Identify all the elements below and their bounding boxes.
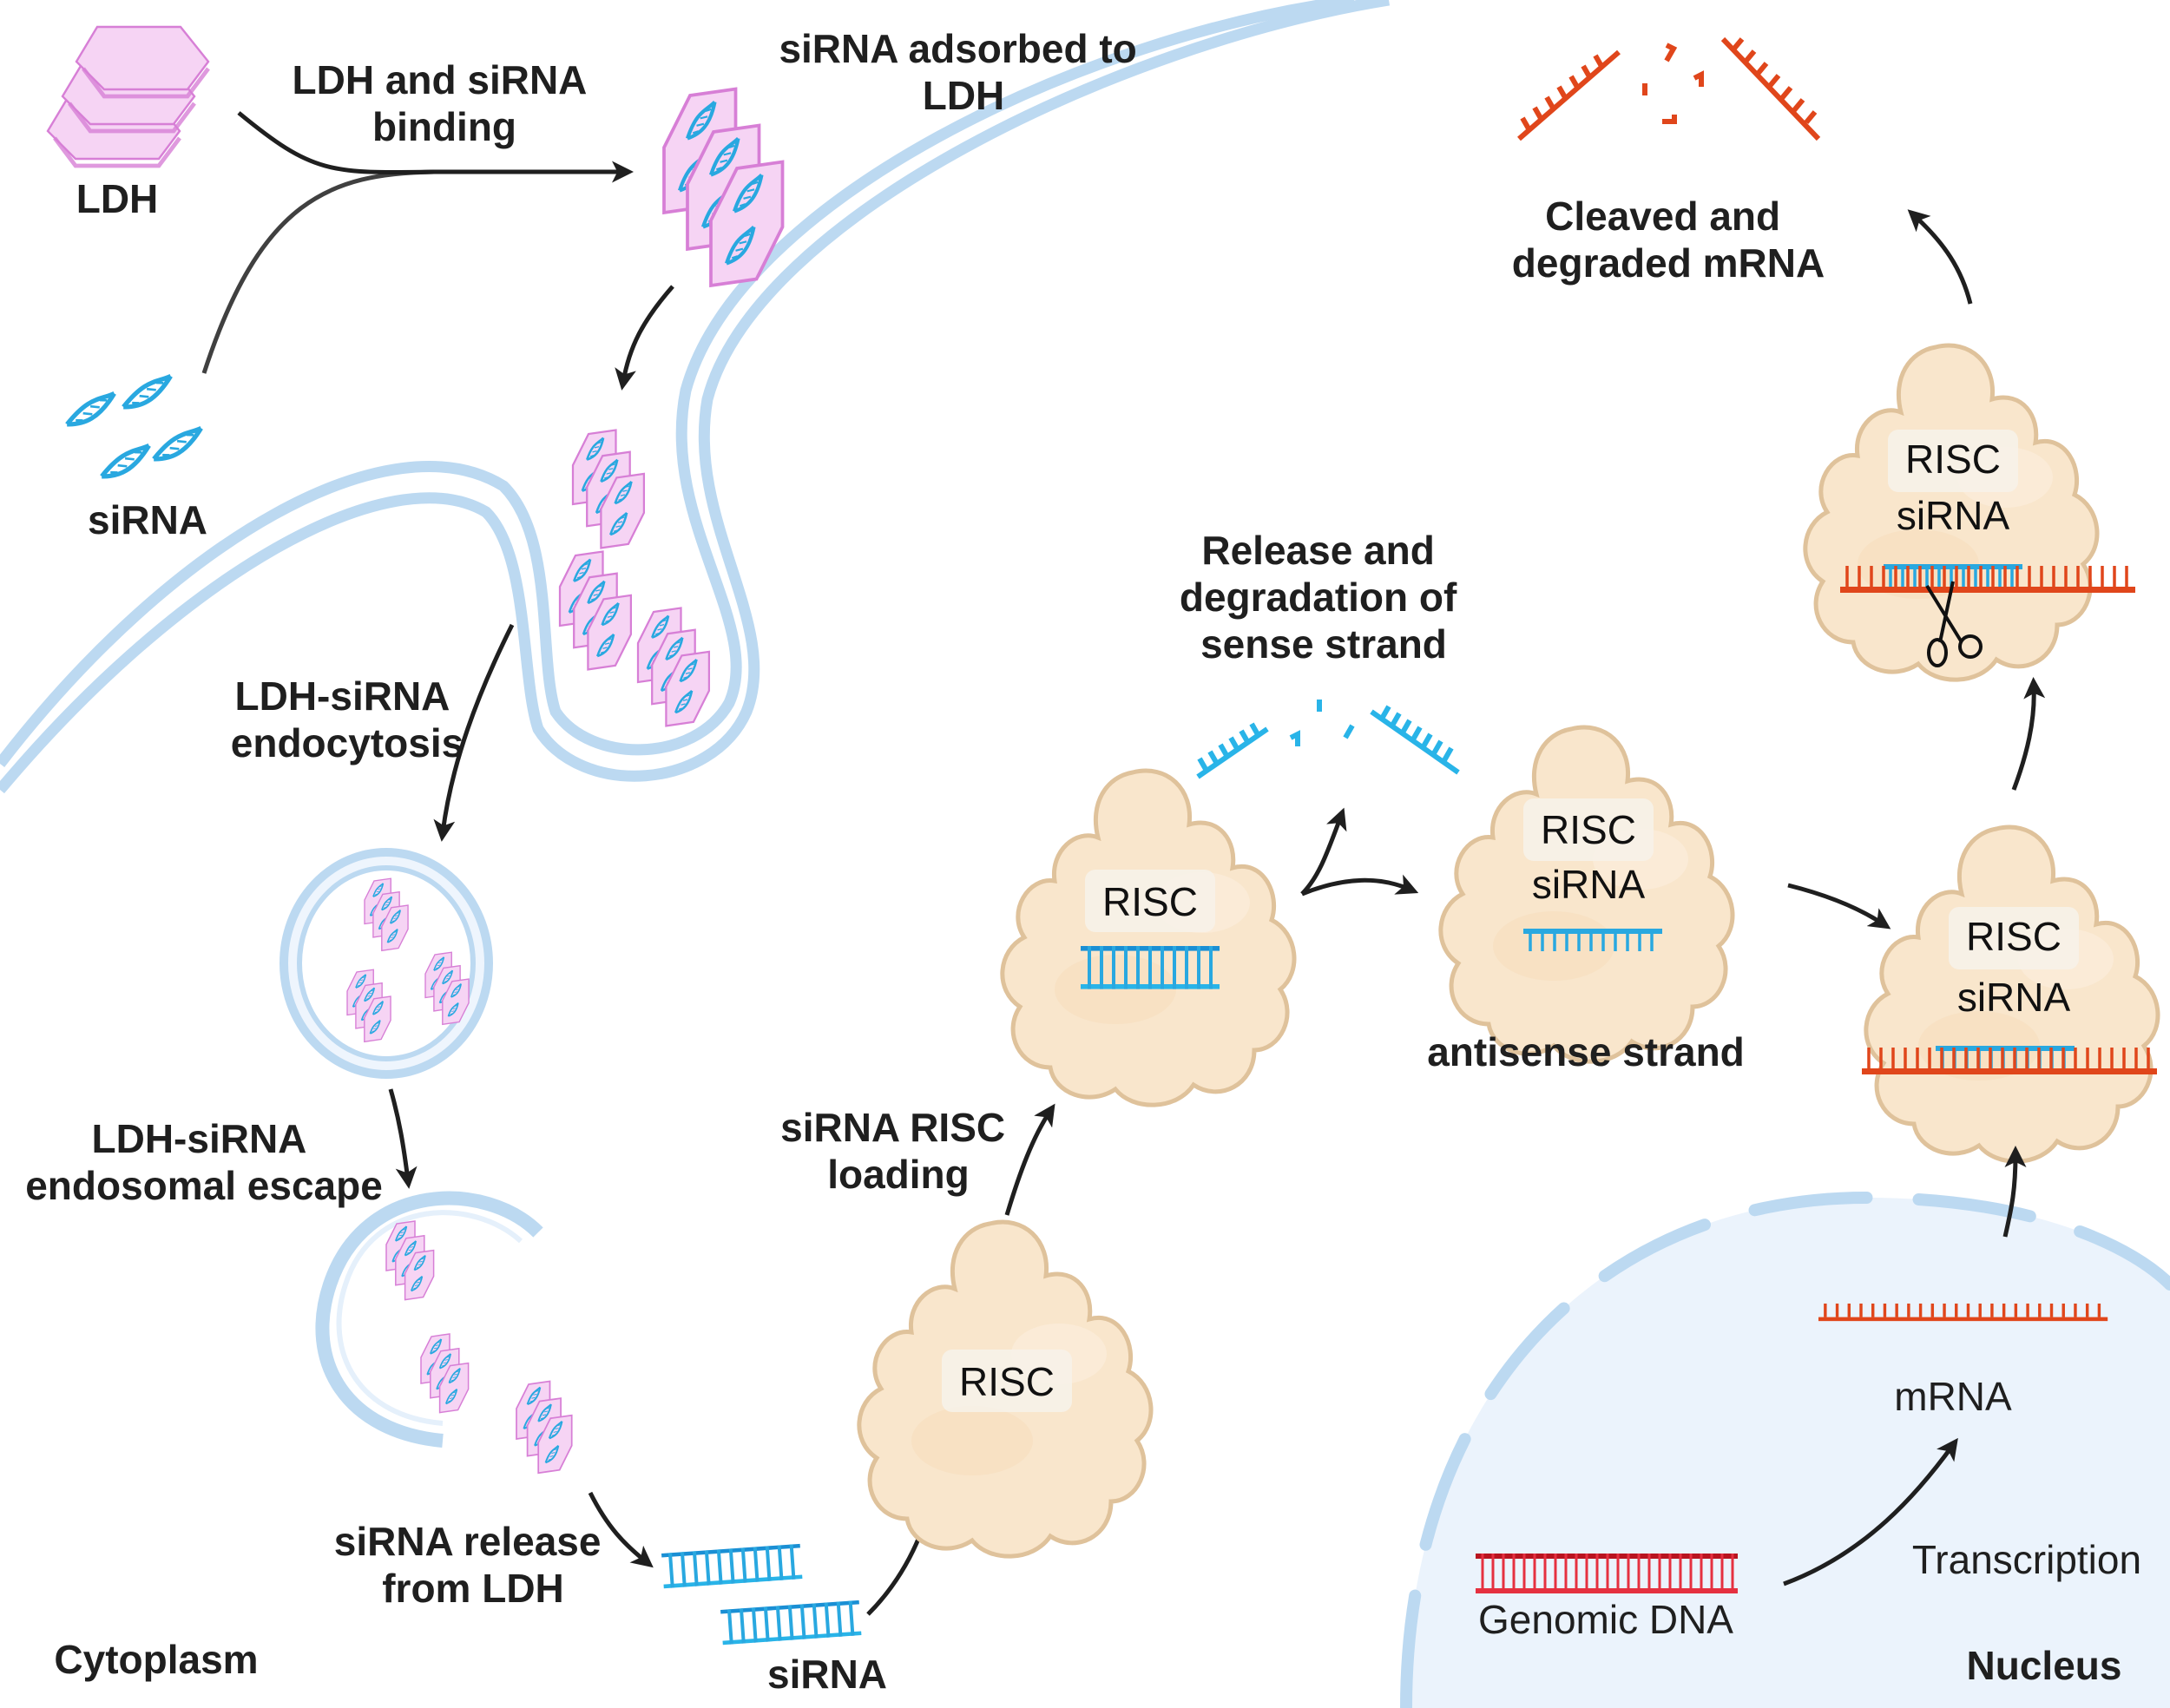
risc-antisense: RISC siRNA: [1441, 727, 1733, 1061]
svg-text:RISC: RISC: [1905, 437, 2001, 482]
cleaved-label: Cleaved and degraded mRNA: [1512, 194, 1825, 286]
endosome: [279, 848, 493, 1079]
svg-text:siRNA: siRNA: [1957, 975, 2071, 1020]
binding-label: LDH and siRNA binding: [293, 57, 597, 149]
sirna-binding-arrow: [201, 169, 435, 374]
sense-release-arrow: [1300, 807, 1347, 896]
svg-text:siRNA: siRNA: [1897, 493, 2010, 538]
cleaved-mrna: [1517, 36, 1821, 141]
risc-duplex: RISC: [1003, 771, 1294, 1105]
export-arrow: [2002, 1146, 2027, 1238]
antisense-arrow: [1301, 874, 1419, 897]
cleavage-arrow: [2011, 677, 2046, 791]
adsorbed-to-pocket-arrow: [615, 285, 674, 391]
genomic-dna-label: Genomic DNA: [1478, 1597, 1733, 1642]
release-arrow: [588, 1491, 654, 1568]
target-arrow: [1787, 883, 1891, 930]
sense-degradation-label: Release and degradation of sense strand: [1180, 528, 1468, 667]
scissors-icon: [1925, 581, 1983, 667]
nucleus-label: Nucleus: [1967, 1643, 2122, 1688]
escape-label: LDH-siRNA endosomal escape: [25, 1116, 383, 1208]
antisense-label: antisense strand: [1427, 1029, 1745, 1074]
ldh-label: LDH: [76, 176, 159, 221]
risc-empty: RISC: [859, 1222, 1151, 1556]
transcription-label: Transcription: [1912, 1537, 2141, 1582]
svg-text:siRNA: siRNA: [1532, 862, 1646, 907]
sirna-duplex-icon: [660, 1541, 864, 1647]
sirna-free-label: siRNA: [88, 497, 207, 542]
cell-membrane: [0, 0, 1391, 794]
svg-text:RISC: RISC: [1102, 879, 1198, 924]
ruptured-endosome: [315, 1191, 571, 1474]
svg-text:RISC: RISC: [1966, 914, 2062, 959]
svg-text:RISC: RISC: [959, 1359, 1055, 1404]
escape-arrow: [388, 1088, 418, 1189]
endocytosis-label: LDH-siRNA endocytosis: [231, 673, 464, 765]
risc-target: RISC siRNA: [1860, 827, 2158, 1161]
sirna-duplex-label: siRNA: [767, 1652, 887, 1697]
ldh-sirna-complex: [664, 89, 783, 286]
genomic-dna-icon: [1476, 1554, 1738, 1593]
ldh-plate-icon: [48, 27, 208, 166]
degraded-sense-strand: [1196, 700, 1460, 779]
release-label: siRNA release from LDH: [334, 1519, 612, 1611]
transcription-arrow: [1783, 1437, 1958, 1586]
dna-helix-icon: [67, 365, 201, 488]
mrna-label: mRNA: [1894, 1374, 2012, 1419]
endocytosis-arrow: [433, 623, 515, 842]
svg-text:RISC: RISC: [1541, 807, 1636, 852]
risc-cleaving: RISC siRNA: [1805, 345, 2137, 680]
degradation-arrow: [1907, 209, 1973, 305]
cytoplasm-label: Cytoplasm: [54, 1637, 258, 1682]
loading-arrow: [1004, 1103, 1055, 1216]
adsorbed-label: siRNA adsorbed to LDH: [779, 26, 1147, 118]
risc-loading-label: siRNA RISC loading: [780, 1105, 1016, 1197]
